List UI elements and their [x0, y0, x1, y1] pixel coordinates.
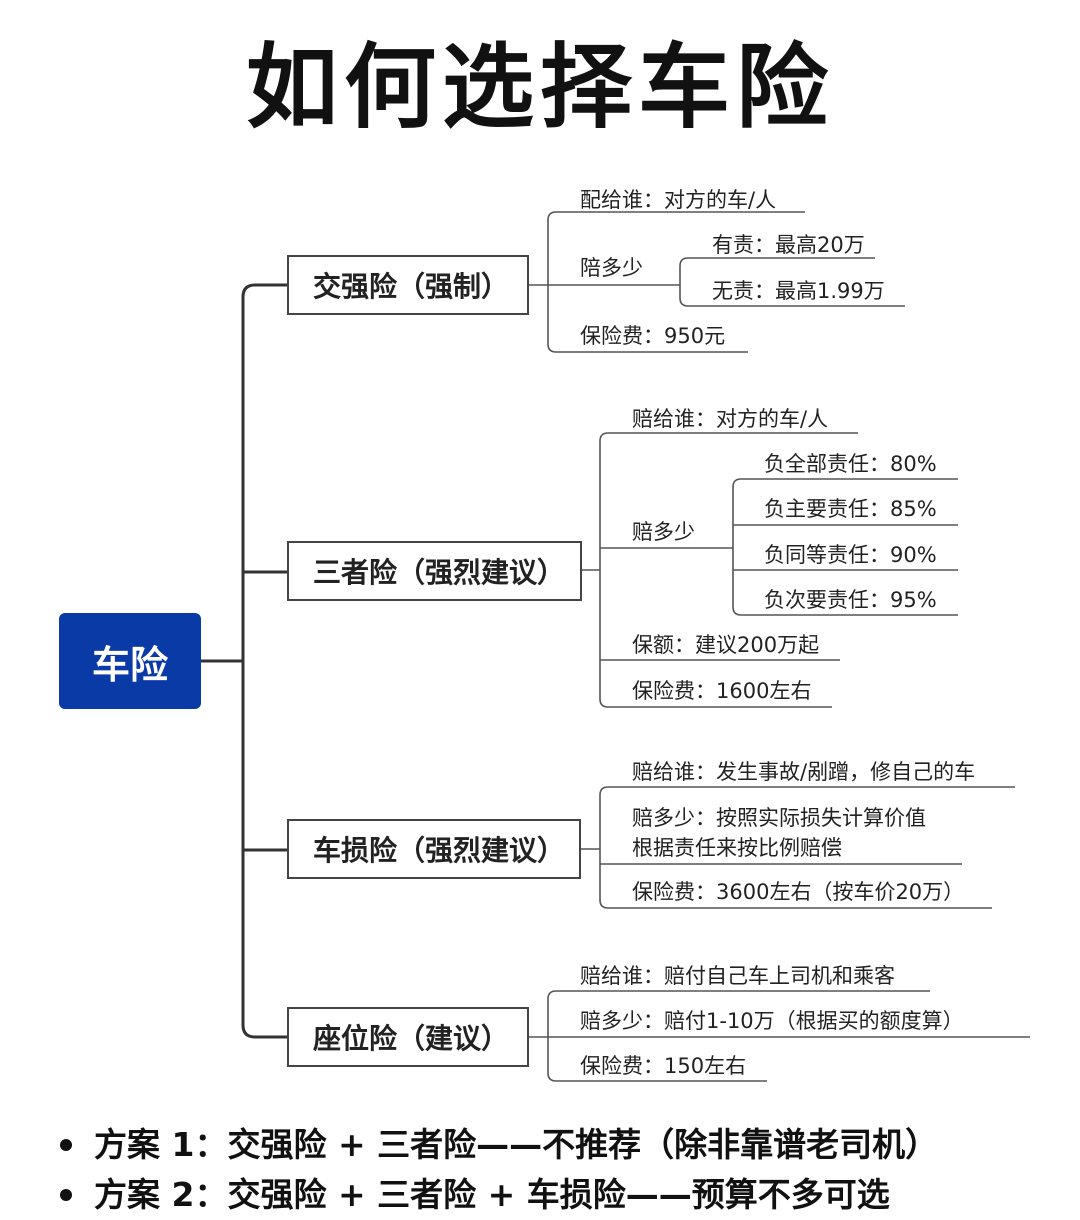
third-party-amount-item: 负次要责任：95% — [764, 588, 937, 612]
third-party-premium-label: 保险费：1600左右 — [632, 679, 812, 703]
vehicle-damage-premium-label: 保险费：3600左右（按车价20万） — [632, 880, 965, 904]
third-party-amount-item: 负同等责任：90% — [764, 543, 937, 567]
compulsory-who-label: 配给谁：对方的车/人 — [580, 188, 777, 212]
page-title: 如何选择车险 — [245, 34, 834, 141]
branch-vehicle-damage-insurance: 车损险（强烈建议） — [287, 819, 581, 879]
third-party-amount-item: 负全部责任：80% — [764, 452, 937, 476]
seat-amount-label: 赔多少：赔付1-10万（根据买的额度算） — [580, 1009, 964, 1033]
branch-compulsory-insurance: 交强险（强制） — [287, 255, 529, 315]
third-party-amount-item: 负主要责任：85% — [764, 497, 937, 521]
plan-text: 方案 1：交强险 + 三者险——不推荐（除非靠谱老司机） — [94, 1125, 939, 1164]
plan-text: 方案 2：交强险 + 三者险 + 车损险——预算不多可选 — [94, 1175, 890, 1214]
bullet-icon — [60, 1189, 72, 1201]
plan-list: 方案 1：交强险 + 三者险——不推荐（除非靠谱老司机） 方案 2：交强险 + … — [60, 1120, 938, 1220]
seat-premium-label: 保险费：150左右 — [580, 1054, 747, 1078]
plan-item: 方案 2：交强险 + 三者险 + 车损险——预算不多可选 — [60, 1170, 938, 1220]
vehicle-damage-amount-label: 赔多少：按照实际损失计算价值 — [632, 806, 926, 830]
third-party-who-label: 赔给谁：对方的车/人 — [632, 407, 829, 431]
vehicle-damage-amount-note: 根据责任来按比例赔偿 — [632, 836, 842, 860]
third-party-amount-label: 赔多少 — [632, 520, 695, 544]
compulsory-amount-label: 陪多少 — [580, 256, 643, 280]
branch-third-party-insurance: 三者险（强烈建议） — [287, 541, 582, 601]
compulsory-amount-item: 有责：最高20万 — [712, 233, 865, 257]
compulsory-premium-label: 保险费：950元 — [580, 324, 726, 348]
plan-item: 方案 1：交强险 + 三者险——不推荐（除非靠谱老司机） — [60, 1120, 938, 1170]
seat-who-label: 赔给谁：赔付自己车上司机和乘客 — [580, 964, 895, 988]
branch-seat-insurance: 座位险（建议） — [287, 1007, 529, 1067]
third-party-coverage-label: 保额：建议200万起 — [632, 633, 820, 657]
bullet-icon — [60, 1139, 72, 1151]
vehicle-damage-who-label: 赔给谁：发生事故/剐蹭，修自己的车 — [632, 760, 976, 784]
root-node: 车险 — [59, 613, 201, 709]
compulsory-amount-item: 无责：最高1.99万 — [712, 279, 885, 303]
